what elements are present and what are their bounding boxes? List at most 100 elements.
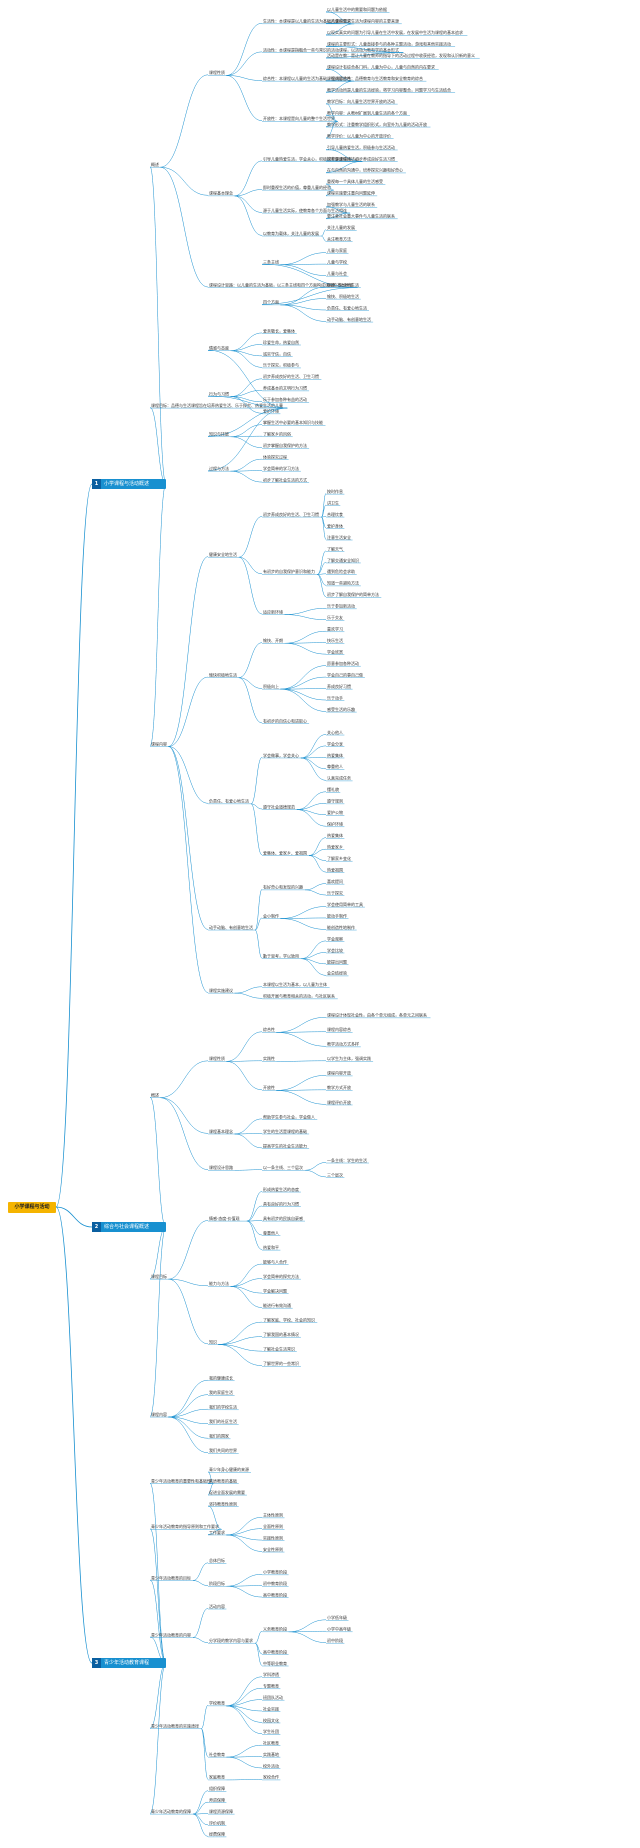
mindmap-node-label[interactable]: 以儿童生活中的需要和问题为依据: [327, 6, 387, 12]
mindmap-node-label[interactable]: 学会分享: [327, 740, 343, 746]
mindmap-node-label[interactable]: 尊重他人: [263, 1229, 279, 1235]
mindmap-node-label[interactable]: 爱护环境: [263, 408, 279, 414]
mindmap-node-label[interactable]: 活动内容: [209, 1603, 225, 1609]
mindmap-node-label[interactable]: 课程性质: [209, 1055, 225, 1061]
mindmap-node-label[interactable]: 实践基地: [263, 1751, 279, 1757]
mindmap-node-label[interactable]: 以一条主线、三个层次: [263, 1164, 303, 1170]
mindmap-node-label[interactable]: 义务教育阶段: [263, 1626, 287, 1632]
mindmap-node-label[interactable]: 能提出问题: [327, 958, 347, 964]
mindmap-node-label[interactable]: 知道一些避险方法: [327, 580, 359, 586]
mindmap-node-label[interactable]: 重视每一个具体儿童的生活感受: [327, 178, 383, 184]
mindmap-node-label[interactable]: 乐于参加各种有益的活动: [263, 396, 307, 402]
mindmap-node-label[interactable]: 社会实践: [263, 1705, 279, 1711]
mindmap-node-label[interactable]: 评价机制: [209, 1819, 225, 1825]
mindmap-node-label[interactable]: 中等职业教育: [263, 1660, 287, 1666]
mindmap-node-label[interactable]: 本课程以生活为基本，以儿童为主体: [263, 981, 327, 987]
mindmap-node-label[interactable]: 课程内容开放: [327, 1070, 351, 1076]
mindmap-node-label[interactable]: 阶段目标: [209, 1580, 225, 1586]
mindmap-node-label[interactable]: 感受生活的乐趣: [327, 706, 355, 712]
mindmap-node-label[interactable]: 一条主线：学生的生活: [327, 1157, 367, 1163]
mindmap-node-label[interactable]: 养成基本的文明行为习惯: [263, 385, 307, 391]
mindmap-node-label[interactable]: 动手动脑、有创意地生活: [209, 924, 253, 930]
mindmap-node-label[interactable]: 养成良好习惯: [327, 683, 351, 689]
mindmap-node-label[interactable]: 热爱和平: [263, 1244, 279, 1250]
mindmap-node-label[interactable]: 儿童与家庭: [327, 247, 347, 253]
mindmap-node-label[interactable]: 组织保障: [209, 1785, 225, 1791]
mindmap-node-label[interactable]: 爱护公物: [327, 809, 343, 815]
mindmap-node-label[interactable]: 青少年活动教育的实施途径: [151, 1722, 199, 1728]
mindmap-node-label[interactable]: 学会观察: [327, 935, 343, 941]
mindmap-node-label[interactable]: 了解家庭、学校、社会的知识: [263, 1316, 315, 1322]
mindmap-node-label[interactable]: 懂礼貌: [327, 786, 339, 792]
mindmap-node-label[interactable]: 会总结经验: [327, 970, 347, 976]
mindmap-node-label[interactable]: 学会自己的事自己做: [327, 671, 363, 677]
mindmap-node-label[interactable]: 掌握生活中必要的基本知识与技能: [263, 419, 323, 425]
mindmap-node-label[interactable]: 教学内容：从教材扩展到儿童生活的各个方面: [327, 109, 407, 115]
mindmap-node-label[interactable]: 能力与方法: [209, 1280, 229, 1286]
mindmap-node-label[interactable]: 愿意参加各种活动: [327, 660, 359, 666]
mindmap-node-label[interactable]: 生活性：本课程是以儿童的生活为基础的课程要求: [263, 18, 351, 24]
mindmap-node-label[interactable]: 课程内容: [151, 740, 167, 746]
mindmap-node-label[interactable]: 小学教育阶段: [263, 1569, 287, 1575]
mindmap-node-label[interactable]: 促进全面发展的需要: [209, 1489, 245, 1495]
mindmap-node-label[interactable]: 课程目标: [151, 1273, 167, 1279]
mindmap-node-label[interactable]: 遇到危险会求助: [327, 568, 355, 574]
mindmap-node-label[interactable]: 课程内容综合: [327, 1026, 351, 1032]
mindmap-node-label[interactable]: 喜欢学习: [327, 626, 343, 632]
mindmap-node-label[interactable]: 我们的学校生活: [209, 1404, 237, 1410]
mindmap-node-label[interactable]: 以儿童的现实生活为课程内容的主要来源: [327, 18, 399, 24]
mindmap-node-label[interactable]: 讲卫生: [327, 499, 339, 505]
mindmap-node-label[interactable]: 了解世界的一些常识: [263, 1360, 299, 1366]
mindmap-node-label[interactable]: 即时重视生活的价值，尊重儿童的经验: [263, 184, 331, 190]
mindmap-node-label[interactable]: 初中教育阶段: [263, 1580, 287, 1586]
mindmap-node-label[interactable]: 活动是在教：是让儿童在教师的指导下的活动过程中收获经验，发现和认识新的意义: [327, 52, 475, 58]
mindmap-node-label[interactable]: 青少年活动教育的目标: [151, 1574, 191, 1580]
mindmap-node-label[interactable]: 学会解决问题: [263, 1287, 287, 1293]
mindmap-node-label[interactable]: 尊重他人: [327, 763, 343, 769]
mindmap-node-label[interactable]: 工作要求: [209, 1529, 225, 1535]
mindmap-node-label[interactable]: 源于儿童生活实际，使教育各个方面与生活相连: [263, 207, 347, 213]
mindmap-node-label[interactable]: 专题教育: [263, 1683, 279, 1689]
mindmap-node-label[interactable]: 遵守社会道德规范: [263, 803, 295, 809]
mindmap-node-label[interactable]: 按时作息: [327, 488, 343, 494]
mindmap-node-label[interactable]: 喜欢提问: [327, 878, 343, 884]
mindmap-node-label[interactable]: 健康安全地生活: [209, 551, 237, 557]
mindmap-node-label[interactable]: 综合性：本课程以儿童的生活为基础，强调综合性: [263, 75, 351, 81]
mindmap-node-label[interactable]: 培养健康情绪，初步养成良好生活习惯: [327, 155, 395, 161]
mindmap-node-label[interactable]: 行为与习惯: [209, 390, 229, 396]
mindmap-node-label[interactable]: 热爱祖国: [327, 866, 343, 872]
mindmap-node-label[interactable]: 学会简单的学习方法: [263, 465, 299, 471]
mindmap-node-label[interactable]: 知识与技能: [209, 431, 229, 437]
mindmap-node-label[interactable]: 校园文化: [263, 1717, 279, 1723]
mindmap-node-label[interactable]: 分学段的教学内容与要求: [209, 1637, 253, 1643]
mindmap-node-label[interactable]: 四个方面: [263, 299, 279, 305]
mindmap-node-label[interactable]: 初步养成良好的生活、卫生习惯: [263, 373, 319, 379]
mindmap-node-label[interactable]: 初步养成良好的生活、卫生习惯: [263, 511, 319, 517]
mindmap-node-label[interactable]: 主体性原则: [263, 1512, 283, 1518]
mindmap-node-label[interactable]: 能创造性地制作: [327, 924, 355, 930]
mindmap-node-label[interactable]: 教学活动所是儿童的生活经验，将学习内容整合，问题学习与生活结合: [327, 86, 451, 92]
mindmap-node-label[interactable]: 关注教育方法: [327, 236, 351, 242]
mindmap-node-label[interactable]: 课程基本理念: [209, 1128, 233, 1134]
mindmap-node-label[interactable]: 坚持教育性原则: [209, 1500, 237, 1506]
mindmap-node-label[interactable]: 教学评价：以儿童为中心的开放评价: [327, 132, 391, 138]
mindmap-node-label[interactable]: 三条主线: [263, 259, 279, 265]
mindmap-node-label[interactable]: 我们的社区生活: [209, 1418, 237, 1424]
mindmap-node-label[interactable]: 家校合作: [263, 1774, 279, 1780]
mindmap-node-label[interactable]: 学会欣赏: [327, 649, 343, 655]
mindmap-node-label[interactable]: 注意生活安全: [327, 534, 351, 540]
mindmap-node-label[interactable]: 负责任、有爱心地生活: [327, 304, 367, 310]
mindmap-node-label[interactable]: 爱集体、爱家乡、爱祖国: [263, 849, 307, 855]
root-node[interactable]: 小学课程与活动: [8, 1202, 56, 1213]
mindmap-node-label[interactable]: 课程设计思路：以儿童的生活为基础，以三条主线和四个方面构成课程的基本框架: [209, 281, 353, 287]
mindmap-node-label[interactable]: 有初步的自信心和进取心: [263, 717, 307, 723]
mindmap-node-label[interactable]: 乐于参加新活动: [327, 603, 355, 609]
mindmap-node-label[interactable]: 引导儿童热爱生活，积极参与生活活动: [327, 144, 395, 150]
mindmap-node-label[interactable]: 教学方式开放: [327, 1084, 351, 1090]
mindmap-node-label[interactable]: 了解家乡变化: [327, 855, 351, 861]
mindmap-node-label[interactable]: 安全性原则: [263, 1546, 283, 1552]
mindmap-node-label[interactable]: 活动性：本课程是指融合一些与常识的活动课程，以活动为教和学的基本形式: [263, 46, 399, 52]
mindmap-node-label[interactable]: 教学活动方式多样: [327, 1041, 359, 1047]
